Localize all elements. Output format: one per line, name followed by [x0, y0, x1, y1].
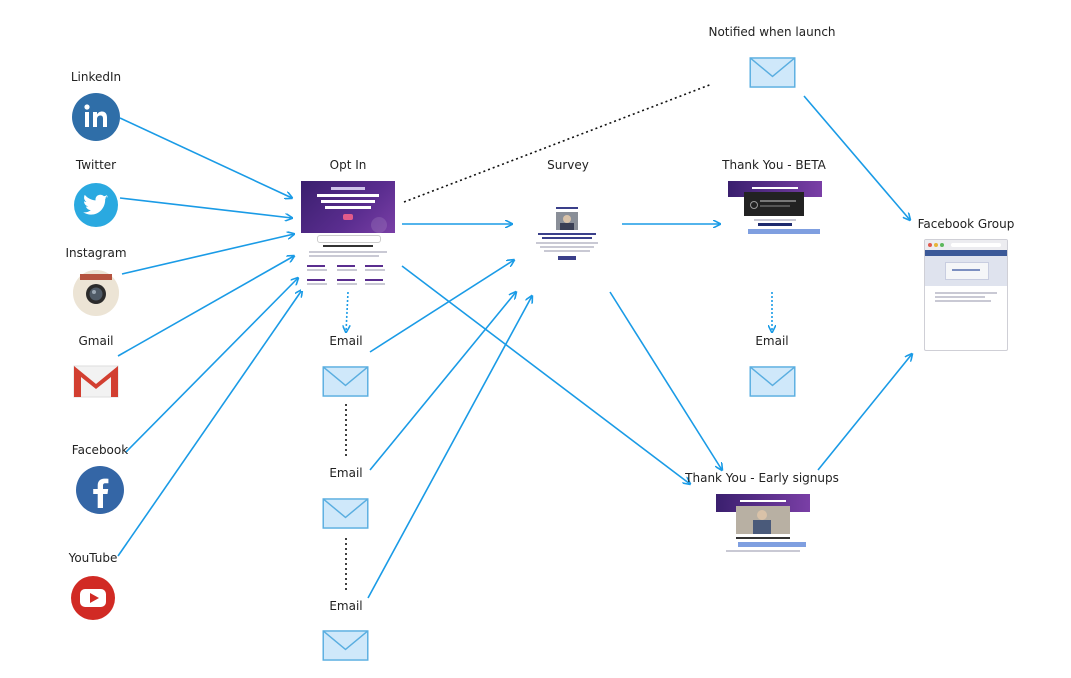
beta-email-envelope-icon	[749, 366, 796, 397]
optin-email-3-envelope-icon	[322, 630, 369, 661]
arrow-optin-email	[346, 291, 348, 332]
beta-email-label: Email	[755, 334, 789, 348]
survey-label: Survey	[547, 158, 589, 172]
gmail-icon	[73, 365, 119, 398]
arrow-twitter-optin	[119, 197, 292, 218]
facebook-label: Facebook	[71, 443, 129, 457]
arrow-facebook-optin	[125, 278, 298, 453]
optin-email-1-envelope-icon	[322, 366, 369, 397]
arrow-survey-early	[609, 291, 722, 470]
arrow-youtube-optin	[117, 290, 302, 557]
survey-photo	[556, 212, 578, 230]
youtube-icon	[71, 576, 115, 620]
facebook-group-thumbnail	[924, 239, 1008, 351]
dotted-connectors	[345, 83, 713, 592]
thank-you-early-label: Thank You - Early signups	[685, 471, 839, 485]
optin-email-1-label: Email	[329, 334, 363, 348]
arrow-instagram-optin	[121, 234, 294, 275]
optin-label: Opt In	[329, 158, 367, 172]
thank-you-beta-label: Thank You - BETA	[722, 158, 826, 172]
thank-you-early-thumbnail	[716, 494, 810, 556]
arrow-email2-survey	[369, 292, 516, 471]
linkedin-icon	[72, 93, 120, 141]
linkedin-label: LinkedIn	[70, 70, 122, 84]
optin-email-2-envelope-icon	[322, 498, 369, 529]
optin-email-2-label: Email	[329, 466, 363, 480]
survey-page-thumbnail	[528, 205, 606, 263]
arrow-email1-survey	[369, 260, 514, 353]
gmail-label: Gmail	[78, 334, 114, 348]
arrow-early-fbgroup	[817, 354, 912, 471]
dotted-optin-notified	[403, 83, 713, 203]
youtube-label: YouTube	[68, 551, 118, 565]
twitter-label: Twitter	[75, 158, 117, 172]
optin-page-thumbnail	[301, 181, 395, 291]
facebook-icon	[76, 466, 124, 514]
arrow-linkedin-optin	[119, 117, 292, 198]
optin-hero	[301, 181, 395, 233]
arrow-notified-fbgroup	[803, 95, 910, 220]
facebook-group-label: Facebook Group	[917, 217, 1015, 231]
arrow-gmail-optin	[117, 256, 294, 357]
optin-email-3-label: Email	[329, 599, 363, 613]
instagram-label: Instagram	[65, 246, 127, 260]
arrow-email3-survey	[367, 296, 532, 599]
notified-label: Notified when launch	[708, 25, 836, 39]
notified-envelope-icon	[749, 57, 796, 88]
thank-you-beta-thumbnail	[728, 181, 822, 237]
twitter-icon	[74, 183, 118, 227]
connectors	[117, 95, 912, 599]
instagram-icon	[73, 270, 119, 316]
arrow-optin-early	[401, 265, 690, 484]
